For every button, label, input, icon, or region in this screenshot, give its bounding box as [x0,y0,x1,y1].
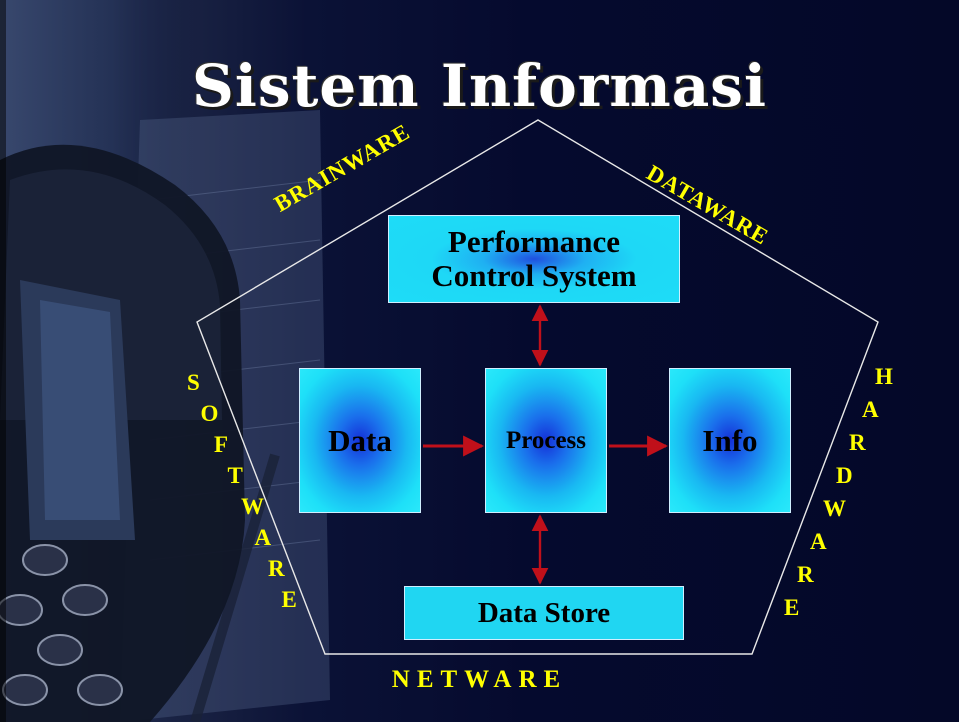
data-store-label: Data Store [477,596,611,629]
performance-label-line1: Performance [447,224,621,259]
software-letter: T [227,463,243,488]
performance-control-box: Performance Control System [388,215,680,303]
software-letter: E [281,587,297,612]
software-letter: O [200,401,219,426]
software-letter: R [268,556,285,581]
software-letter: S [187,370,200,395]
process-box: Process [485,368,607,513]
hardware-letter: R [849,430,866,455]
data-box: Data [299,368,421,513]
software-letter: F [214,432,229,457]
hardware-letter: H [875,364,893,389]
info-box-label: Info [702,422,758,458]
hardware-letter: W [823,496,846,521]
data-store-box: Data Store [404,586,684,640]
data-box-label: Data [328,422,392,458]
pentagon-outline [196,119,879,655]
hardware-letter: A [810,529,827,554]
software-letter: A [254,525,272,550]
slide-title: Sistem Informasi [192,52,767,120]
hardware-letter: D [836,463,853,488]
hardware-letter: R [797,562,814,587]
process-box-label: Process [505,426,587,454]
hardware-letter: A [862,397,879,422]
software-letter: W [241,494,264,519]
hardware-letter: E [784,595,800,620]
performance-label-line2: Control System [431,258,637,293]
info-box: Info [669,368,791,513]
netware-label: NETWARE [391,666,568,693]
